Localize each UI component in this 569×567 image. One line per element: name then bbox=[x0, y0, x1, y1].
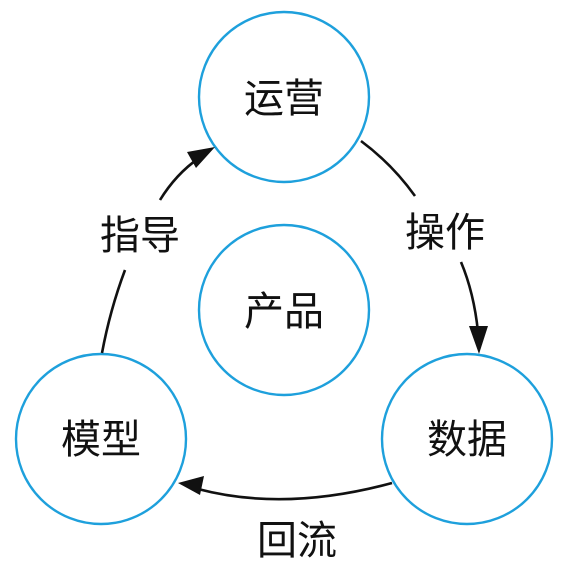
node-operations: 运营 bbox=[197, 10, 371, 184]
edge-operate-line-top bbox=[360, 139, 417, 197]
node-model: 模型 bbox=[14, 352, 188, 526]
node-product: 产品 bbox=[197, 223, 371, 397]
node-model-label: 模型 bbox=[61, 417, 141, 463]
edge-operate-arrowhead bbox=[469, 326, 488, 354]
node-product-circle bbox=[197, 223, 371, 397]
node-data-label: 数据 bbox=[427, 417, 507, 463]
edge-guide-line-top bbox=[158, 156, 200, 201]
edge-feedback-line bbox=[197, 481, 393, 501]
node-data-circle bbox=[380, 352, 554, 526]
node-model-circle bbox=[14, 352, 188, 526]
node-data: 数据 bbox=[380, 352, 554, 526]
node-operations-label: 运营 bbox=[244, 76, 324, 122]
edge-feedback-label: 回流 bbox=[257, 518, 337, 564]
edge-operate-label: 操作 bbox=[405, 210, 485, 256]
edge-feedback: 回流 bbox=[178, 476, 393, 564]
edge-guide-line-bottom bbox=[100, 269, 127, 354]
node-operations-circle bbox=[197, 10, 371, 184]
edge-guide-label: 指导 bbox=[100, 213, 180, 259]
edge-operate: 操作 bbox=[360, 139, 488, 354]
edge-feedback-arrowhead bbox=[178, 476, 204, 495]
node-product-label: 产品 bbox=[244, 289, 324, 335]
edge-operate-line-bottom bbox=[459, 261, 480, 333]
edge-guide-arrowhead bbox=[187, 147, 215, 168]
edge-guide: 指导 bbox=[100, 147, 215, 354]
